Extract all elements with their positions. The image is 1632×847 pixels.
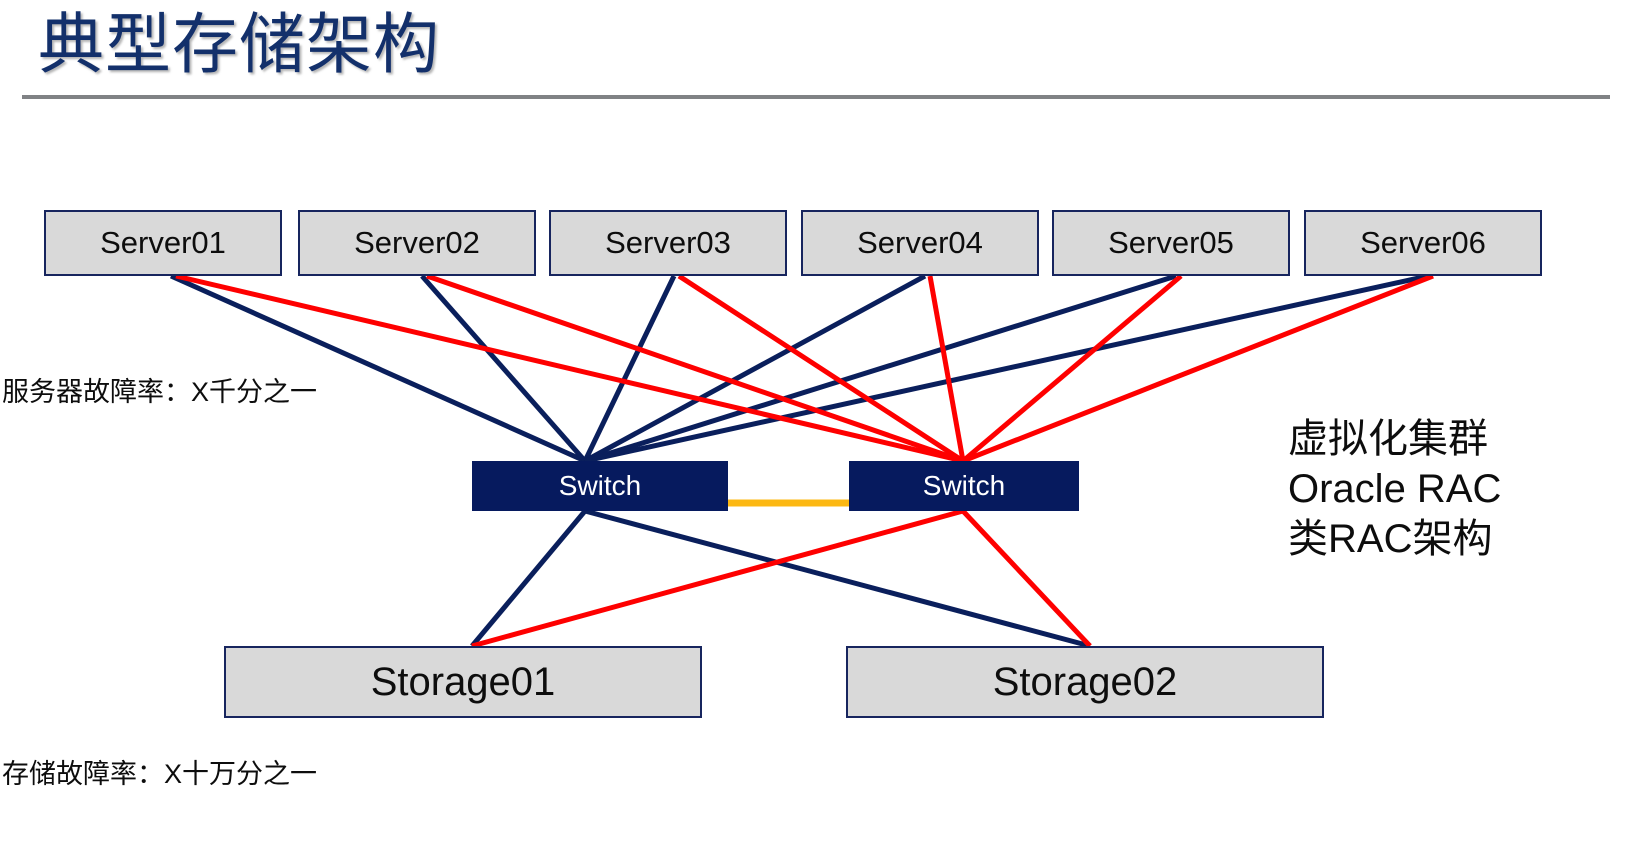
link-switch-right-to-storage01 <box>471 508 964 649</box>
server-failure-rate-label: 服务器故障率：X千分之一 <box>2 377 318 407</box>
cluster-note-line-3: 类RAC架构 <box>1288 517 1493 561</box>
server-label: Server03 <box>605 225 731 260</box>
links-to-left-switch <box>169 273 1429 464</box>
link-switch-right-to-storage02 <box>961 509 1092 648</box>
link-server01-to-switch-left <box>169 273 587 464</box>
storage-node-2[interactable]: Storage02 <box>846 646 1324 718</box>
link-server02-to-switch-left <box>420 274 587 463</box>
link-server05-to-switch-right <box>961 274 1183 463</box>
server-label: Server05 <box>1108 225 1234 260</box>
link-server04-to-switch-right <box>927 275 966 462</box>
storage-node-1[interactable]: Storage01 <box>224 646 702 718</box>
cluster-note-line-2: Oracle RAC <box>1288 467 1502 511</box>
server-label: Server02 <box>354 225 480 260</box>
link-server04-to-switch-left <box>583 273 927 464</box>
storage-label: Storage02 <box>992 659 1178 704</box>
link-server06-to-switch-left <box>584 273 1429 464</box>
switch-node-right[interactable]: Switch <box>849 461 1079 511</box>
cluster-note: 虚拟化集群 Oracle RAC 类RAC架构 <box>1288 414 1501 564</box>
link-server03-to-switch-right <box>677 273 965 464</box>
server-node-1[interactable]: Server01 <box>44 210 282 276</box>
links-switch-to-storage <box>470 508 1092 649</box>
server-node-6[interactable]: Server06 <box>1304 210 1542 276</box>
link-switch-left-to-storage02 <box>584 508 1091 649</box>
switch-label: Switch <box>922 470 1006 501</box>
title-divider <box>22 95 1610 99</box>
server-node-3[interactable]: Server03 <box>549 210 787 276</box>
link-server05-to-switch-left <box>584 273 1177 464</box>
server-node-4[interactable]: Server04 <box>801 210 1039 276</box>
link-server02-to-switch-right <box>426 273 964 464</box>
server-label: Server04 <box>857 225 983 260</box>
server-label: Server01 <box>100 225 226 260</box>
cluster-note-line-1: 虚拟化集群 <box>1288 417 1488 461</box>
link-switch-left-to-storage01 <box>470 509 587 648</box>
links-to-right-switch <box>175 273 1434 464</box>
link-server06-to-switch-right <box>962 273 1434 464</box>
server-node-5[interactable]: Server05 <box>1052 210 1290 276</box>
storage-label: Storage01 <box>370 659 556 704</box>
server-label: Server06 <box>1360 225 1486 260</box>
storage-failure-rate-label: 存储故障率：X十万分之一 <box>2 759 318 789</box>
server-node-2[interactable]: Server02 <box>298 210 536 276</box>
switch-node-left[interactable]: Switch <box>472 461 728 511</box>
page-title: 典型存储架构 <box>38 7 440 81</box>
switch-label: Switch <box>558 470 642 501</box>
link-server01-to-switch-right <box>175 273 964 464</box>
link-server03-to-switch-left <box>582 274 677 463</box>
